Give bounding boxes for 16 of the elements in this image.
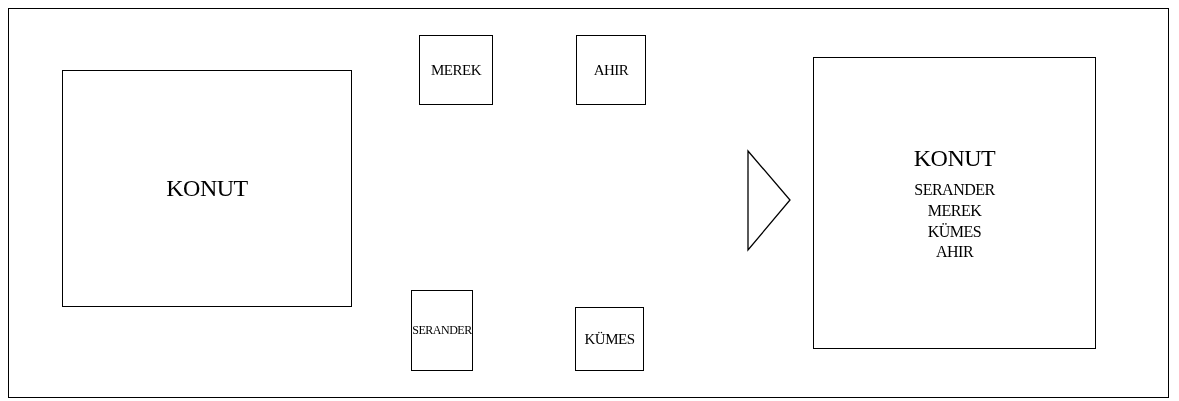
box-label: AHIR xyxy=(593,61,629,79)
box xyxy=(419,35,493,105)
box xyxy=(575,307,644,371)
list-item: AHIR xyxy=(935,242,974,263)
list-item: KÜMES xyxy=(927,221,982,242)
box-label: KONUT xyxy=(166,174,248,203)
box-label: MEREK xyxy=(431,61,481,79)
box-label: SERANDER xyxy=(412,323,472,338)
box xyxy=(411,290,473,371)
box xyxy=(576,35,646,105)
box-heading: KONUT xyxy=(913,143,996,173)
box xyxy=(62,70,352,307)
box-label: KÜMES xyxy=(584,330,635,348)
list-item: SERANDER xyxy=(914,180,995,200)
list-item: MEREK xyxy=(927,200,982,221)
box xyxy=(813,57,1096,349)
